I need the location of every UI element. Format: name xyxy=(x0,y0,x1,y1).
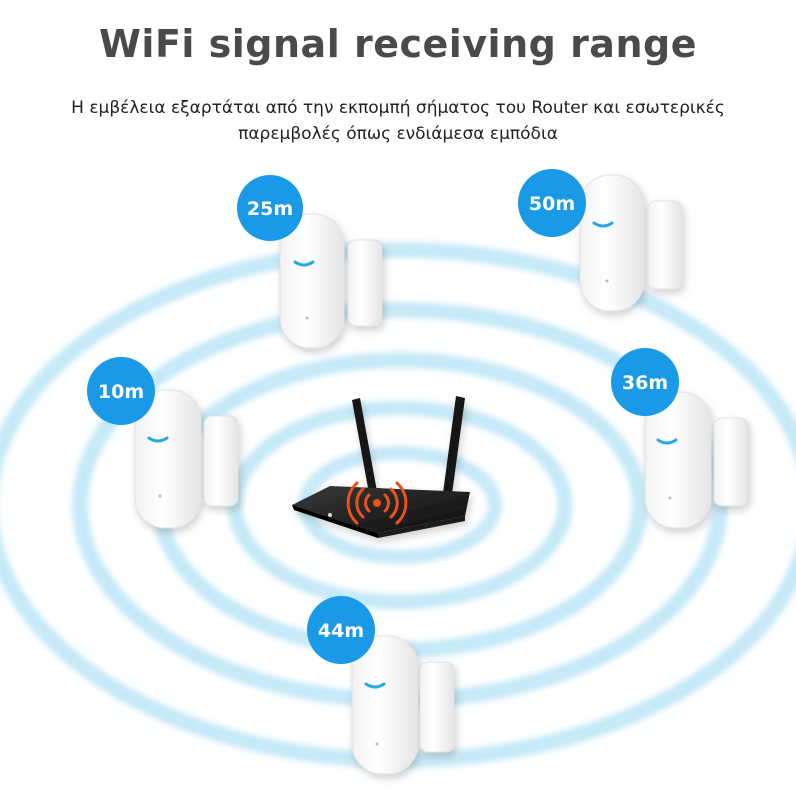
page-title: WiFi signal receiving range xyxy=(99,22,697,66)
signal-waves-icon xyxy=(346,481,408,525)
door-sensor-icon xyxy=(644,391,712,529)
door-sensor-icon xyxy=(279,213,345,349)
door-sensor-icon xyxy=(134,389,202,529)
subtitle-line-2: παρεμβολές όπως ενδιάμεσα εμπόδια xyxy=(238,124,558,144)
badge-36m: 36m xyxy=(611,348,679,416)
badge-50m: 50m xyxy=(518,169,586,237)
wifi-router-icon xyxy=(292,396,470,538)
sensor-36m xyxy=(644,391,749,529)
badge-10m-label: 10m xyxy=(98,381,144,403)
badge-44m-label: 44m xyxy=(318,620,364,642)
sensor-25m xyxy=(279,213,383,349)
page-subtitle: Η εμβέλεια εξαρτάται από την εκπομπή σήμ… xyxy=(40,95,756,147)
sensor-44m xyxy=(351,635,455,775)
badge-44m: 44m xyxy=(307,596,375,664)
badge-50m-label: 50m xyxy=(529,193,575,215)
badge-36m-label: 36m xyxy=(622,372,668,394)
badge-25m-label: 25m xyxy=(247,198,293,220)
subtitle-line-1: Η εμβέλεια εξαρτάται από την εκπομπή σήμ… xyxy=(71,98,725,118)
badge-25m: 25m xyxy=(237,175,303,241)
sensor-10m xyxy=(134,389,239,529)
ring-2 xyxy=(227,400,573,610)
door-sensor-icon xyxy=(351,635,419,775)
door-sensor-icon xyxy=(579,174,645,312)
badge-10m: 10m xyxy=(87,357,155,425)
sensor-50m xyxy=(579,174,683,312)
